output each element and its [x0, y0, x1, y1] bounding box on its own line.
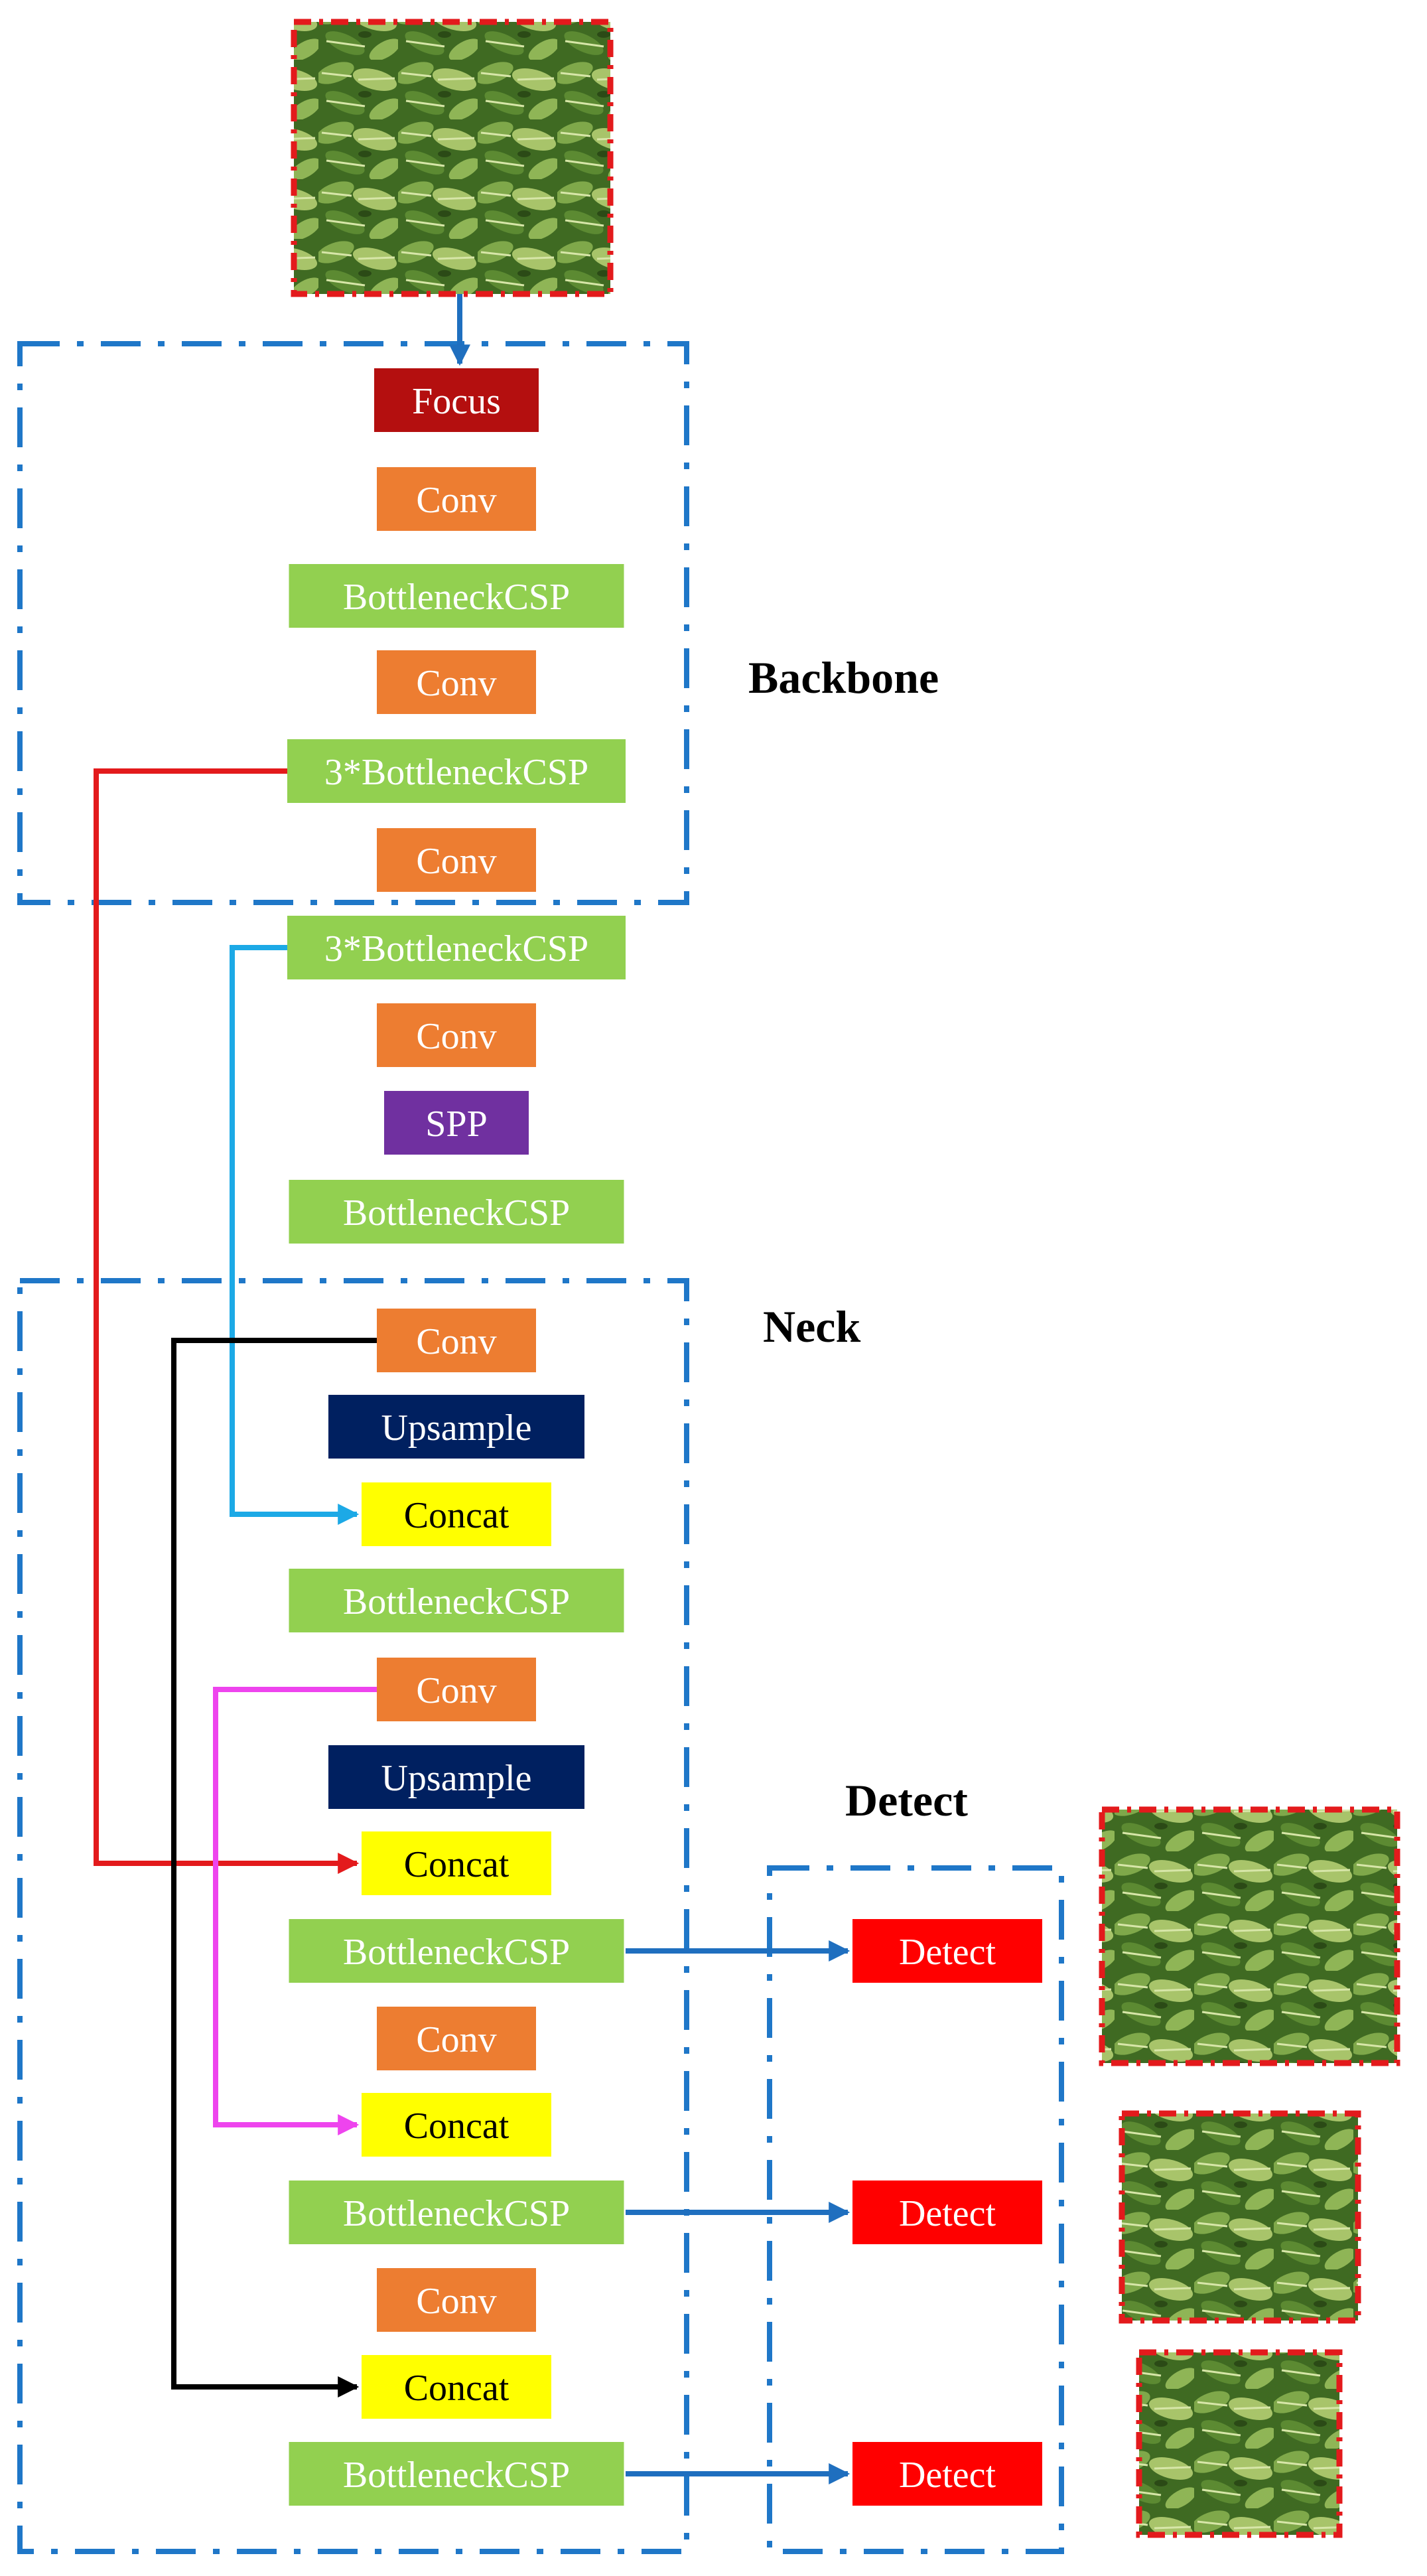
neck-section-border	[17, 1278, 689, 2554]
section-borders	[17, 341, 1064, 2554]
node-label-focus: Focus	[412, 381, 501, 422]
node-cat3: Concat	[362, 2093, 551, 2157]
neck-label: Neck	[763, 1301, 860, 1352]
node-ncsp2: BottleneckCSP	[289, 1919, 624, 1983]
node-label-nconv4: Conv	[416, 2281, 496, 2322]
black-skip-arrow	[171, 1338, 377, 2397]
node-ncsp3: BottleneckCSP	[289, 2181, 624, 2244]
node-conv4: Conv	[377, 1003, 536, 1067]
node-up1: Upsample	[328, 1395, 584, 1459]
node-det2: Detect	[852, 2181, 1042, 2244]
node-nconv4: Conv	[377, 2268, 536, 2332]
node-label-ncsp4: BottleneckCSP	[343, 2455, 570, 2496]
nodes: FocusConvBottleneckCSPConv3*BottleneckCS…	[287, 368, 1042, 2506]
node-label-ncsp3: BottleneckCSP	[343, 2193, 570, 2234]
node-csp2: BottleneckCSP	[289, 1180, 624, 1244]
node-label-det1: Detect	[899, 1932, 996, 1973]
node-label-conv1: Conv	[416, 480, 496, 521]
node-label-det2: Detect	[899, 2193, 996, 2234]
node-label-up1: Upsample	[381, 1407, 531, 1449]
magenta-skip-arrow	[213, 1687, 377, 2135]
node-label-nconv3: Conv	[416, 2019, 496, 2060]
cyan-skip-arrow	[230, 945, 360, 1525]
node-label-det3: Detect	[899, 2455, 996, 2496]
node-spp: SPP	[384, 1091, 529, 1155]
node-cat2: Concat	[362, 1831, 551, 1895]
node-label-cat4: Concat	[404, 2368, 510, 2409]
node-cat1: Concat	[362, 1482, 551, 1546]
node-nconv3: Conv	[377, 2007, 536, 2070]
node-label-conv3: Conv	[416, 841, 496, 882]
connectors	[94, 294, 850, 2484]
output-leaf-image-1	[1099, 1806, 1400, 2066]
node-label-conv4: Conv	[416, 1016, 496, 1057]
input-leaf-image	[291, 19, 614, 297]
node-label-csp3b: 3*BottleneckCSP	[324, 928, 588, 969]
node-label-conv2: Conv	[416, 663, 496, 704]
node-label-up2: Upsample	[381, 1758, 531, 1799]
node-conv3: Conv	[377, 828, 536, 892]
node-label-spp: SPP	[425, 1104, 487, 1145]
node-label-csp1: BottleneckCSP	[343, 577, 570, 618]
node-det1: Detect	[852, 1919, 1042, 1983]
node-label-ncsp2: BottleneckCSP	[343, 1932, 570, 1973]
node-label-csp2: BottleneckCSP	[343, 1192, 570, 1234]
node-cat4: Concat	[362, 2355, 551, 2419]
output-leaf-image-2	[1119, 2110, 1361, 2324]
node-up2: Upsample	[328, 1745, 584, 1809]
node-csp3b: 3*BottleneckCSP	[287, 916, 626, 979]
node-csp3a: 3*BottleneckCSP	[287, 739, 626, 803]
red-skip-arrow	[94, 768, 360, 1874]
node-focus: Focus	[374, 368, 539, 432]
backbone-label: Backbone	[748, 652, 939, 703]
node-label-cat2: Concat	[404, 1844, 510, 1885]
node-det3: Detect	[852, 2442, 1042, 2506]
node-label-cat3: Concat	[404, 2106, 510, 2147]
node-label-cat1: Concat	[404, 1495, 510, 1536]
node-ncsp4: BottleneckCSP	[289, 2442, 624, 2506]
node-label-nconv2: Conv	[416, 1670, 496, 1711]
node-nconv1: Conv	[377, 1309, 536, 1372]
node-label-ncsp1: BottleneckCSP	[343, 1581, 570, 1622]
node-label-csp3a: 3*BottleneckCSP	[324, 752, 588, 793]
node-ncsp1: BottleneckCSP	[289, 1569, 624, 1632]
images	[291, 19, 1400, 2538]
node-conv2: Conv	[377, 650, 536, 714]
detect-label: Detect	[845, 1775, 968, 1825]
backbone-section-border	[17, 341, 689, 905]
output-leaf-image-3	[1136, 2349, 1343, 2538]
node-nconv2: Conv	[377, 1658, 536, 1721]
node-conv1: Conv	[377, 467, 536, 531]
node-label-nconv1: Conv	[416, 1321, 496, 1362]
node-csp1: BottleneckCSP	[289, 564, 624, 628]
